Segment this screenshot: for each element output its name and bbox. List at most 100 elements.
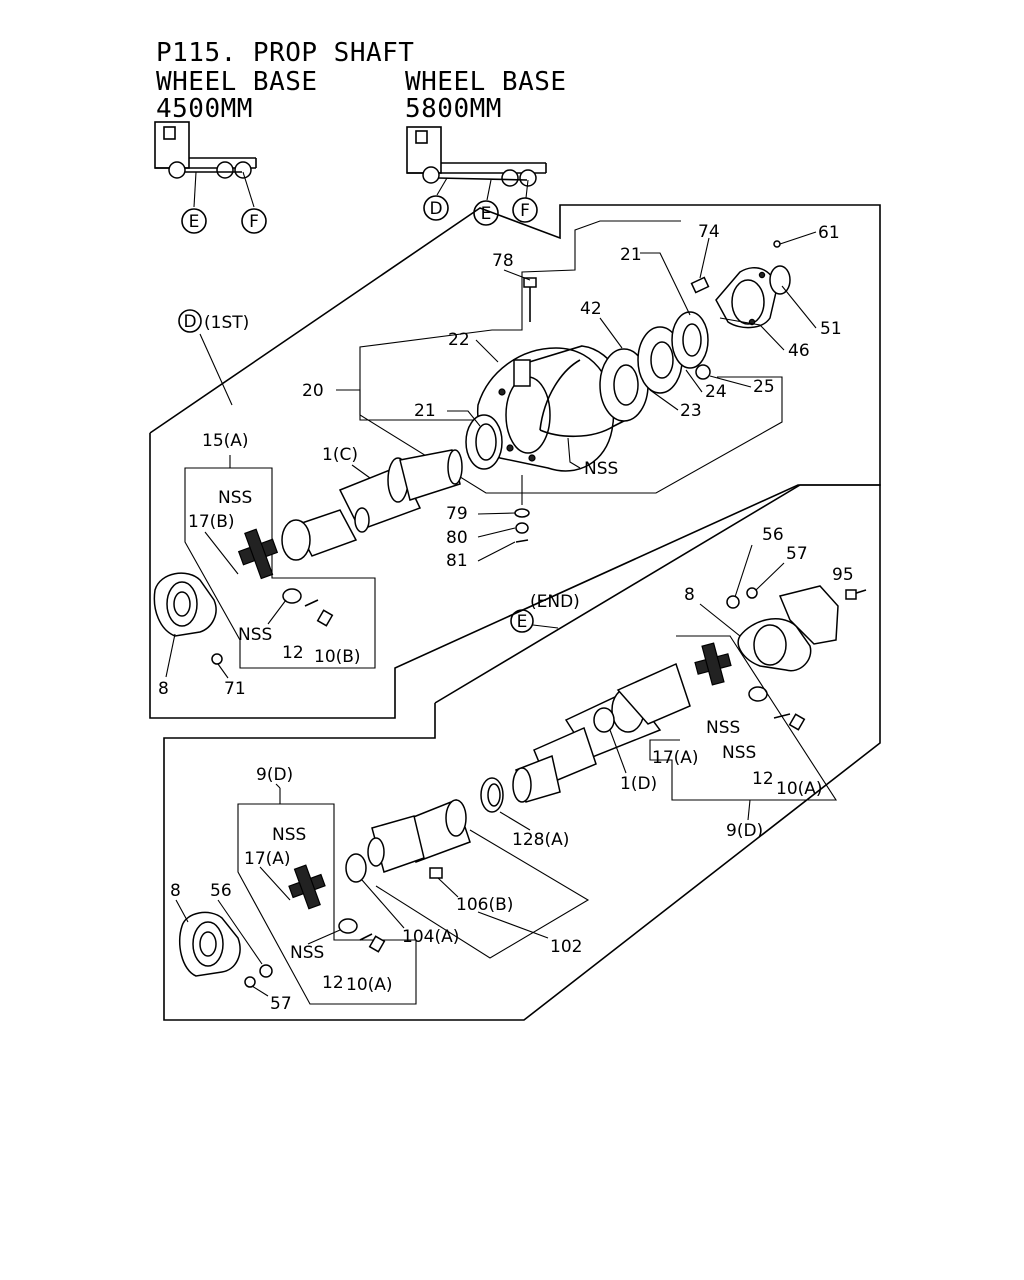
callout-51: 51	[820, 319, 842, 339]
section-d-label: D (1ST)	[178, 309, 249, 406]
bolt-74	[690, 276, 710, 294]
pin-61	[773, 240, 781, 248]
section-e-label: (END) E	[510, 592, 580, 633]
marker-d-truck2: D	[423, 195, 449, 221]
callout-nss-d3: NSS	[238, 625, 272, 645]
callout-10a-lower: 10(A)	[346, 975, 393, 995]
bolt-12-10a-lower	[338, 918, 386, 953]
nut-56-e	[726, 595, 740, 609]
flange-8-e-right	[737, 585, 839, 672]
callout-80: 80	[446, 528, 468, 548]
callout-nss-d1: NSS	[584, 459, 618, 479]
svg-text:F: F	[249, 212, 259, 232]
washer-57-e	[746, 587, 758, 599]
washer-57-e-left	[244, 976, 256, 988]
callout-74: 74	[698, 222, 720, 242]
callout-17a-e: 17(A)	[652, 748, 699, 768]
svg-text:(END): (END)	[530, 592, 580, 612]
universal-joint-17a-lower	[288, 864, 326, 910]
callout-9d-left: 9(D)	[256, 765, 293, 785]
callout-102: 102	[550, 937, 582, 957]
svg-text:E: E	[189, 212, 200, 232]
callout-10b: 10(B)	[314, 647, 361, 667]
companion-flange-46	[715, 265, 791, 329]
callout-24: 24	[705, 382, 727, 402]
callout-21-upper: 21	[620, 245, 642, 265]
truck-4500-icon	[154, 121, 257, 208]
callout-20: 20	[302, 381, 324, 401]
callout-9d-right: 9(D)	[726, 821, 763, 841]
wheel-base-5800-label: WHEEL BASE	[405, 67, 567, 97]
callout-8-d: 8	[158, 679, 169, 699]
callout-128a: 128(A)	[512, 830, 569, 850]
callout-42: 42	[580, 299, 602, 319]
nut-56-e-left	[259, 964, 273, 978]
callout-56-e: 56	[762, 525, 784, 545]
ring-128a	[480, 777, 504, 813]
callout-1c: 1(C)	[322, 445, 358, 465]
callout-46: 46	[788, 341, 810, 361]
marker-f-truck1: F	[241, 208, 267, 234]
callout-104a: 104(A)	[402, 927, 459, 947]
callout-12-d: 12	[282, 643, 304, 663]
callout-106b: 106(B)	[456, 895, 513, 915]
truck-5800-icon	[406, 126, 547, 201]
callout-nss-e3: NSS	[272, 825, 306, 845]
callout-8-e-left: 8	[170, 881, 181, 901]
wheel-base-4500-value: 4500MM	[156, 94, 253, 124]
flange-8-d	[153, 572, 217, 637]
callout-21-lower: 21	[414, 401, 436, 421]
callout-57-lower: 57	[270, 994, 292, 1014]
callout-1d: 1(D)	[620, 774, 657, 794]
callout-nss-e1: NSS	[706, 718, 740, 738]
nut-71	[211, 653, 223, 665]
prop-shaft-1c	[281, 449, 463, 561]
callout-17b: 17(B)	[188, 512, 235, 532]
svg-text:E: E	[517, 612, 528, 632]
bolt-12-10b	[282, 588, 334, 627]
section-e-border	[163, 484, 881, 1021]
flange-8-e-left	[178, 911, 241, 977]
callout-78: 78	[492, 251, 514, 271]
callout-10a-e: 10(A)	[776, 779, 823, 799]
oil-seal-21-left	[465, 414, 503, 470]
svg-text:D: D	[429, 199, 442, 219]
slip-yoke-102	[367, 799, 471, 873]
callout-25: 25	[753, 377, 775, 397]
callout-12-lower: 12	[322, 973, 344, 993]
wheel-base-5800-value: 5800MM	[405, 94, 502, 124]
kit-9d-bracket-lower	[237, 788, 417, 1005]
bolt-95	[845, 589, 867, 600]
wheel-base-4500-label: WHEEL BASE	[156, 67, 318, 97]
callout-71: 71	[224, 679, 246, 699]
kit-9d-bracket-e	[649, 635, 838, 801]
prop-shaft-1d	[512, 662, 691, 803]
svg-text:(1ST): (1ST)	[204, 313, 249, 333]
bearing-42	[599, 326, 683, 422]
marker-f-truck2: F	[512, 197, 538, 223]
marker-e-truck1: E	[181, 208, 207, 234]
svg-text:E: E	[481, 204, 492, 224]
callout-22: 22	[448, 330, 470, 350]
callout-17a-lower: 17(A)	[244, 849, 291, 869]
callout-95: 95	[832, 565, 854, 585]
callout-nss-e4: NSS	[290, 943, 324, 963]
nut-25	[695, 364, 711, 380]
svg-text:D: D	[183, 312, 196, 332]
universal-joint-17a-e	[694, 642, 732, 686]
callout-12-e: 12	[752, 769, 774, 789]
callout-61: 61	[818, 223, 840, 243]
callout-23: 23	[680, 401, 702, 421]
washers-79-81	[514, 475, 530, 543]
bolt-106b	[429, 867, 443, 879]
callout-15a: 15(A)	[202, 431, 249, 451]
callout-79: 79	[446, 504, 468, 524]
page-title: P115. PROP SHAFT	[156, 38, 415, 68]
callout-8-e-right: 8	[684, 585, 695, 605]
oil-seal-21-right	[671, 311, 709, 369]
callout-56-e-left: 56	[210, 881, 232, 901]
svg-text:F: F	[520, 201, 530, 221]
callout-nss-e2: NSS	[722, 743, 756, 763]
plug-104a	[345, 853, 367, 883]
